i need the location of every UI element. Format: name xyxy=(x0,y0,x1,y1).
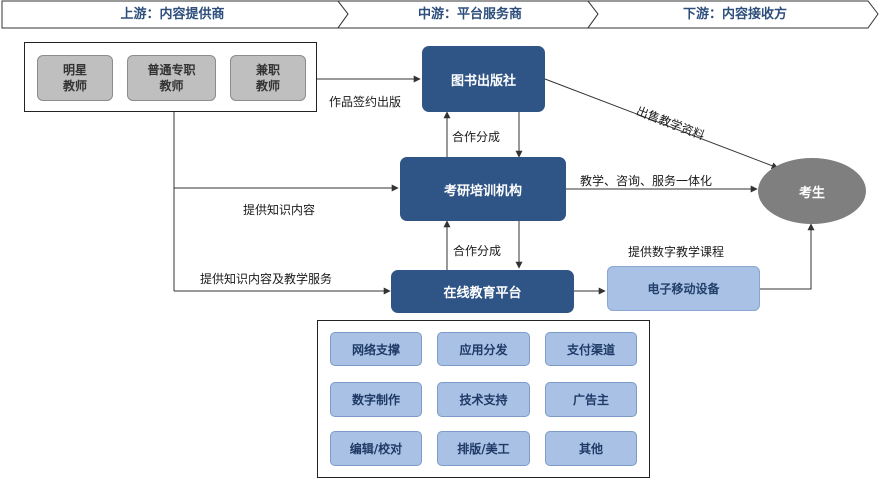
parttime-teacher-node: 兼职教师 xyxy=(230,55,306,101)
fulltime-teacher-line1: 普通专职 xyxy=(147,63,196,77)
edge-label-coop-split-1: 合作分成 xyxy=(452,130,501,144)
stage-downstream-chevron xyxy=(586,0,879,29)
publisher-node: 图书出版社 xyxy=(422,46,545,112)
service-app-distribution: 应用分发 xyxy=(437,332,530,366)
mobile-device-node: 电子移动设备 xyxy=(607,266,760,311)
parttime-teacher-line1: 兼职 xyxy=(255,63,280,77)
fulltime-teacher-line2: 教师 xyxy=(159,79,184,93)
stage-downstream: 下游：内容接收方 xyxy=(682,7,787,22)
star-teacher-line2: 教师 xyxy=(62,79,87,93)
edge-label-knowledge: 提供知识内容 xyxy=(243,203,316,217)
service-network-support: 网络支撑 xyxy=(330,332,422,366)
service-payment-channel: 支付渠道 xyxy=(545,332,637,366)
stage-midstream: 中游：平台服务商 xyxy=(417,7,522,22)
edge-label-digital-course: 提供数字教学课程 xyxy=(628,245,725,259)
stage-upstream: 上游：内容提供商 xyxy=(120,7,225,22)
edge-label-publish-contract: 作品签约出版 xyxy=(329,95,402,109)
online-platform-node: 在线教育平台 xyxy=(391,270,574,313)
star-teacher-line1: 明星 xyxy=(62,63,87,77)
fulltime-teacher-node: 普通专职教师 xyxy=(127,55,216,101)
student-node: 考生 xyxy=(758,158,866,224)
training-institution-node: 考研培训机构 xyxy=(400,157,566,221)
edge-label-integrated: 教学、咨询、服务一体化 xyxy=(580,174,713,188)
service-other: 其他 xyxy=(545,431,637,466)
edge-label-coop-split-2: 合作分成 xyxy=(453,244,502,258)
edge-label-knowledge-service: 提供知识内容及教学服务 xyxy=(200,272,333,286)
service-advertiser: 广告主 xyxy=(545,382,637,417)
star-teacher-node: 明星教师 xyxy=(37,55,113,101)
service-editing: 编辑/校对 xyxy=(330,431,422,466)
parttime-teacher-line2: 教师 xyxy=(255,79,280,93)
service-tech-support: 技术支持 xyxy=(437,382,530,417)
service-digital-production: 数字制作 xyxy=(330,382,422,417)
service-layout-design: 排版/美工 xyxy=(437,431,530,466)
